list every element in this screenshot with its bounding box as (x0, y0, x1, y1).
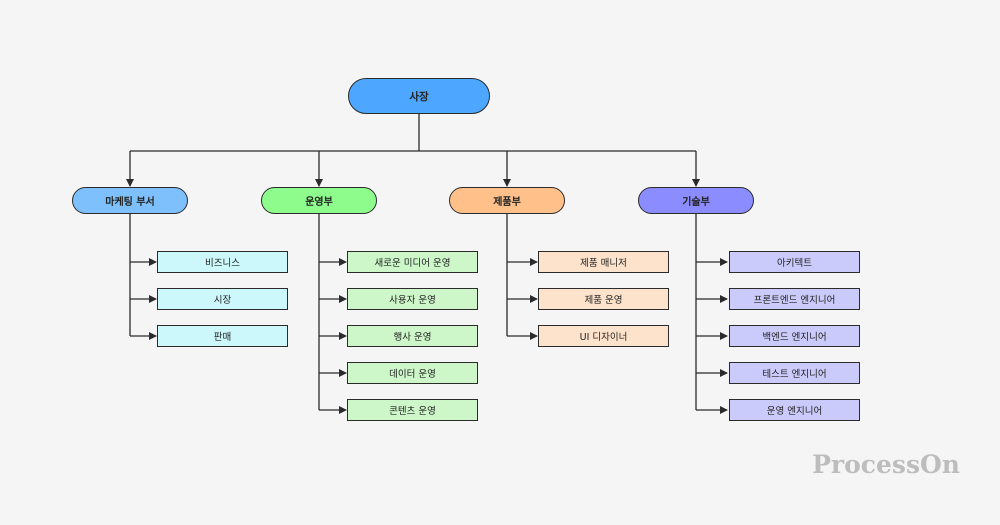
leaf-node-content-ops[interactable]: 콘텐츠 운영 (347, 399, 478, 421)
leaf-node-label: 시장 (213, 295, 232, 306)
dept-node-label: 마케팅 부서 (105, 197, 155, 208)
leaf-node-label: 아키텍트 (777, 258, 812, 269)
leaf-node-event-ops[interactable]: 행사 운영 (347, 325, 478, 347)
dept-node-label: 운영부 (305, 197, 333, 208)
leaf-node-label: 운영 엔지니어 (766, 406, 823, 417)
leaf-node-label: 새로운 미디어 운영 (374, 258, 451, 269)
leaf-node-label: 테스트 엔지니어 (762, 369, 827, 380)
leaf-node-market[interactable]: 시장 (157, 288, 288, 310)
processon-watermark: ProcessOn (812, 450, 960, 479)
leaf-node-label: 비즈니스 (205, 258, 240, 269)
leaf-node-label: 판매 (213, 332, 232, 343)
leaf-node-ui-designer[interactable]: UI 디자이너 (538, 325, 669, 347)
leaf-node-backend-engineer[interactable]: 백엔드 엔지니어 (729, 325, 860, 347)
leaf-node-label: 백엔드 엔지니어 (762, 332, 827, 343)
leaf-node-data-ops[interactable]: 데이터 운영 (347, 362, 478, 384)
dept-node-tech[interactable]: 기술부 (638, 187, 754, 214)
leaf-node-architect[interactable]: 아키텍트 (729, 251, 860, 273)
leaf-node-user-ops[interactable]: 사용자 운영 (347, 288, 478, 310)
dept-node-product[interactable]: 제품부 (449, 187, 565, 214)
dept-node-operations[interactable]: 운영부 (261, 187, 377, 214)
leaf-node-label: 제품 운영 (584, 295, 623, 306)
leaf-node-sales[interactable]: 판매 (157, 325, 288, 347)
leaf-node-frontend-engineer[interactable]: 프론트엔드 엔지니어 (729, 288, 860, 310)
leaf-node-label: 행사 운영 (393, 332, 432, 343)
leaf-node-label: 사용자 운영 (389, 295, 436, 306)
dept-node-label: 기술부 (682, 197, 710, 208)
leaf-node-product-manager[interactable]: 제품 매니저 (538, 251, 669, 273)
leaf-node-label: 제품 매니저 (580, 258, 627, 269)
leaf-node-label: 데이터 운영 (389, 369, 436, 380)
leaf-node-business[interactable]: 비즈니스 (157, 251, 288, 273)
leaf-node-label: 콘텐츠 운영 (389, 406, 436, 417)
dept-node-marketing[interactable]: 마케팅 부서 (72, 187, 188, 214)
leaf-node-new-media-ops[interactable]: 새로운 미디어 운영 (347, 251, 478, 273)
root-node-ceo[interactable]: 사장 (348, 78, 490, 114)
leaf-node-label: 프론트엔드 엔지니어 (753, 295, 836, 306)
leaf-node-ops-engineer[interactable]: 운영 엔지니어 (729, 399, 860, 421)
leaf-node-product-ops[interactable]: 제품 운영 (538, 288, 669, 310)
leaf-node-label: UI 디자이너 (579, 332, 628, 343)
dept-node-label: 제품부 (493, 197, 521, 208)
leaf-node-test-engineer[interactable]: 테스트 엔지니어 (729, 362, 860, 384)
root-node-label: 사장 (409, 90, 429, 103)
